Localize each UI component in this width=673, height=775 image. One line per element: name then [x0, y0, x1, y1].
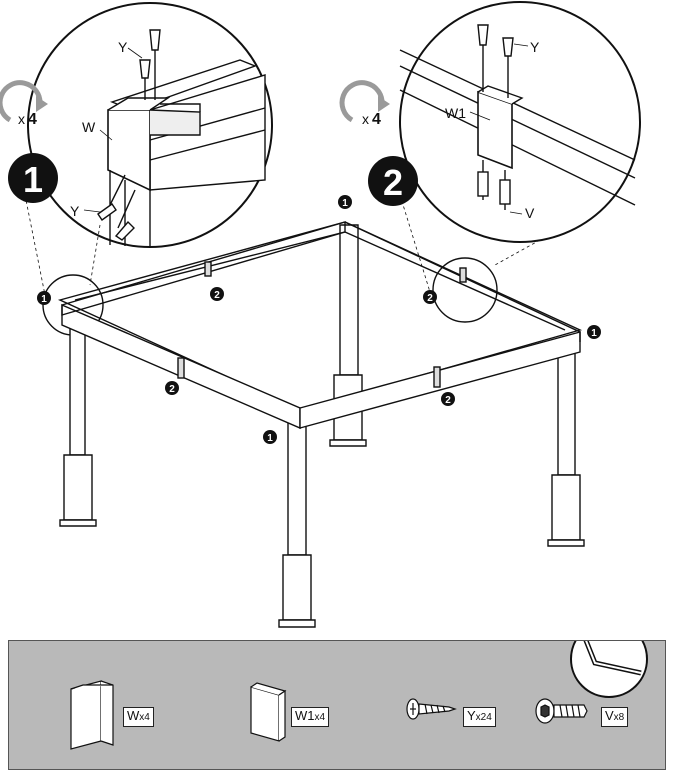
svg-text:2: 2	[214, 290, 220, 301]
label-v: V	[525, 205, 535, 221]
rotate-arrow-icon	[0, 80, 385, 123]
parts-panel: Wx4 W1x4 Yx24 Vx8	[8, 640, 666, 770]
label-y-top: Y	[118, 39, 128, 55]
svg-text:1: 1	[591, 328, 597, 339]
left-magnifier-callout	[27, 2, 273, 248]
svg-text:2: 2	[169, 384, 175, 395]
label-y-right: Y	[530, 39, 540, 55]
splice-plate-icon	[250, 682, 287, 742]
label-w1: W1	[445, 105, 466, 121]
wood-screw-icon	[406, 698, 457, 720]
svg-text:1: 1	[267, 433, 273, 444]
svg-text:2: 2	[445, 395, 451, 406]
part-label-w: Wx4	[123, 707, 154, 727]
svg-text:4: 4	[372, 111, 381, 128]
part-label-v: Vx8	[601, 707, 629, 727]
svg-text:x: x	[362, 111, 369, 127]
corner-bracket-icon	[70, 680, 114, 750]
svg-text:1: 1	[342, 198, 348, 209]
label-w: W	[82, 119, 96, 135]
frame-marker: 1 2 1 2 2 1 2 1	[37, 195, 601, 444]
step-badge-2: 2	[368, 156, 418, 206]
svg-text:2: 2	[383, 162, 403, 203]
hex-bolt-icon	[535, 698, 588, 724]
svg-text:x: x	[18, 111, 25, 127]
label-y-bottom: Y	[70, 203, 80, 219]
svg-text:1: 1	[23, 159, 43, 200]
part-label-y: Yx24	[463, 707, 496, 727]
right-magnifier-callout	[399, 1, 641, 243]
gazebo-frame	[57, 221, 585, 628]
hex-key-icon	[570, 641, 648, 698]
repeat-count-right: x 4	[362, 111, 381, 128]
step-badge-1: 1	[8, 153, 58, 203]
part-label-w1: W1x4	[291, 707, 330, 727]
svg-text:4: 4	[28, 111, 37, 128]
svg-text:1: 1	[41, 294, 47, 305]
svg-text:2: 2	[427, 293, 433, 304]
repeat-count-left: x 4	[18, 111, 37, 128]
